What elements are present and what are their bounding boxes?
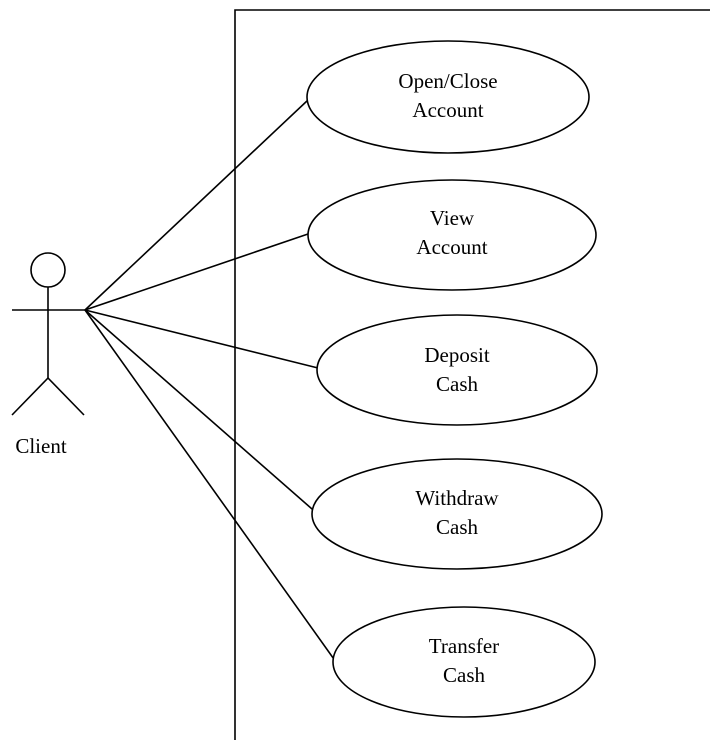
association-view-account <box>84 233 309 311</box>
association-open-close-account <box>84 99 309 311</box>
use-case-ellipse <box>316 314 598 426</box>
use-case-deposit-cash: Deposit Cash <box>316 314 598 426</box>
use-case-open-close-account: Open/Close Account <box>306 40 590 154</box>
association-withdraw-cash <box>84 309 321 517</box>
system-boundary-edge <box>234 9 710 740</box>
use-case-label-line1: Transfer <box>429 634 499 658</box>
actor-head <box>30 252 66 288</box>
actor-right-leg <box>47 377 85 416</box>
use-case-ellipse <box>332 606 596 718</box>
use-case-withdraw-cash: Withdraw Cash <box>311 458 603 570</box>
use-case-ellipse <box>311 458 603 570</box>
use-case-label-line2: Account <box>416 235 487 259</box>
use-case-label-line2: Cash <box>436 372 479 396</box>
use-case-ellipse <box>307 179 597 291</box>
use-case-label-line2: Account <box>412 98 483 122</box>
use-case-view-account: View Account <box>307 179 597 291</box>
associations <box>84 99 337 663</box>
use-case-ellipse <box>306 40 590 154</box>
actor-name: Client <box>15 434 66 458</box>
use-case-label-line2: Cash <box>436 515 479 539</box>
use-case-label-line1: Withdraw <box>415 486 499 510</box>
association-deposit-cash <box>84 309 319 369</box>
use-case-transfer-cash: Transfer Cash <box>332 606 596 718</box>
use-case-label-line1: Deposit <box>424 343 489 367</box>
use-case-label-line1: View <box>430 206 475 230</box>
system-boundary <box>234 9 710 740</box>
use-case-label-line2: Cash <box>443 663 486 687</box>
actor-left-leg <box>11 377 49 416</box>
use-case-label-line1: Open/Close <box>398 69 497 93</box>
association-transfer-cash <box>84 309 337 663</box>
actor-client: Client <box>11 252 85 458</box>
